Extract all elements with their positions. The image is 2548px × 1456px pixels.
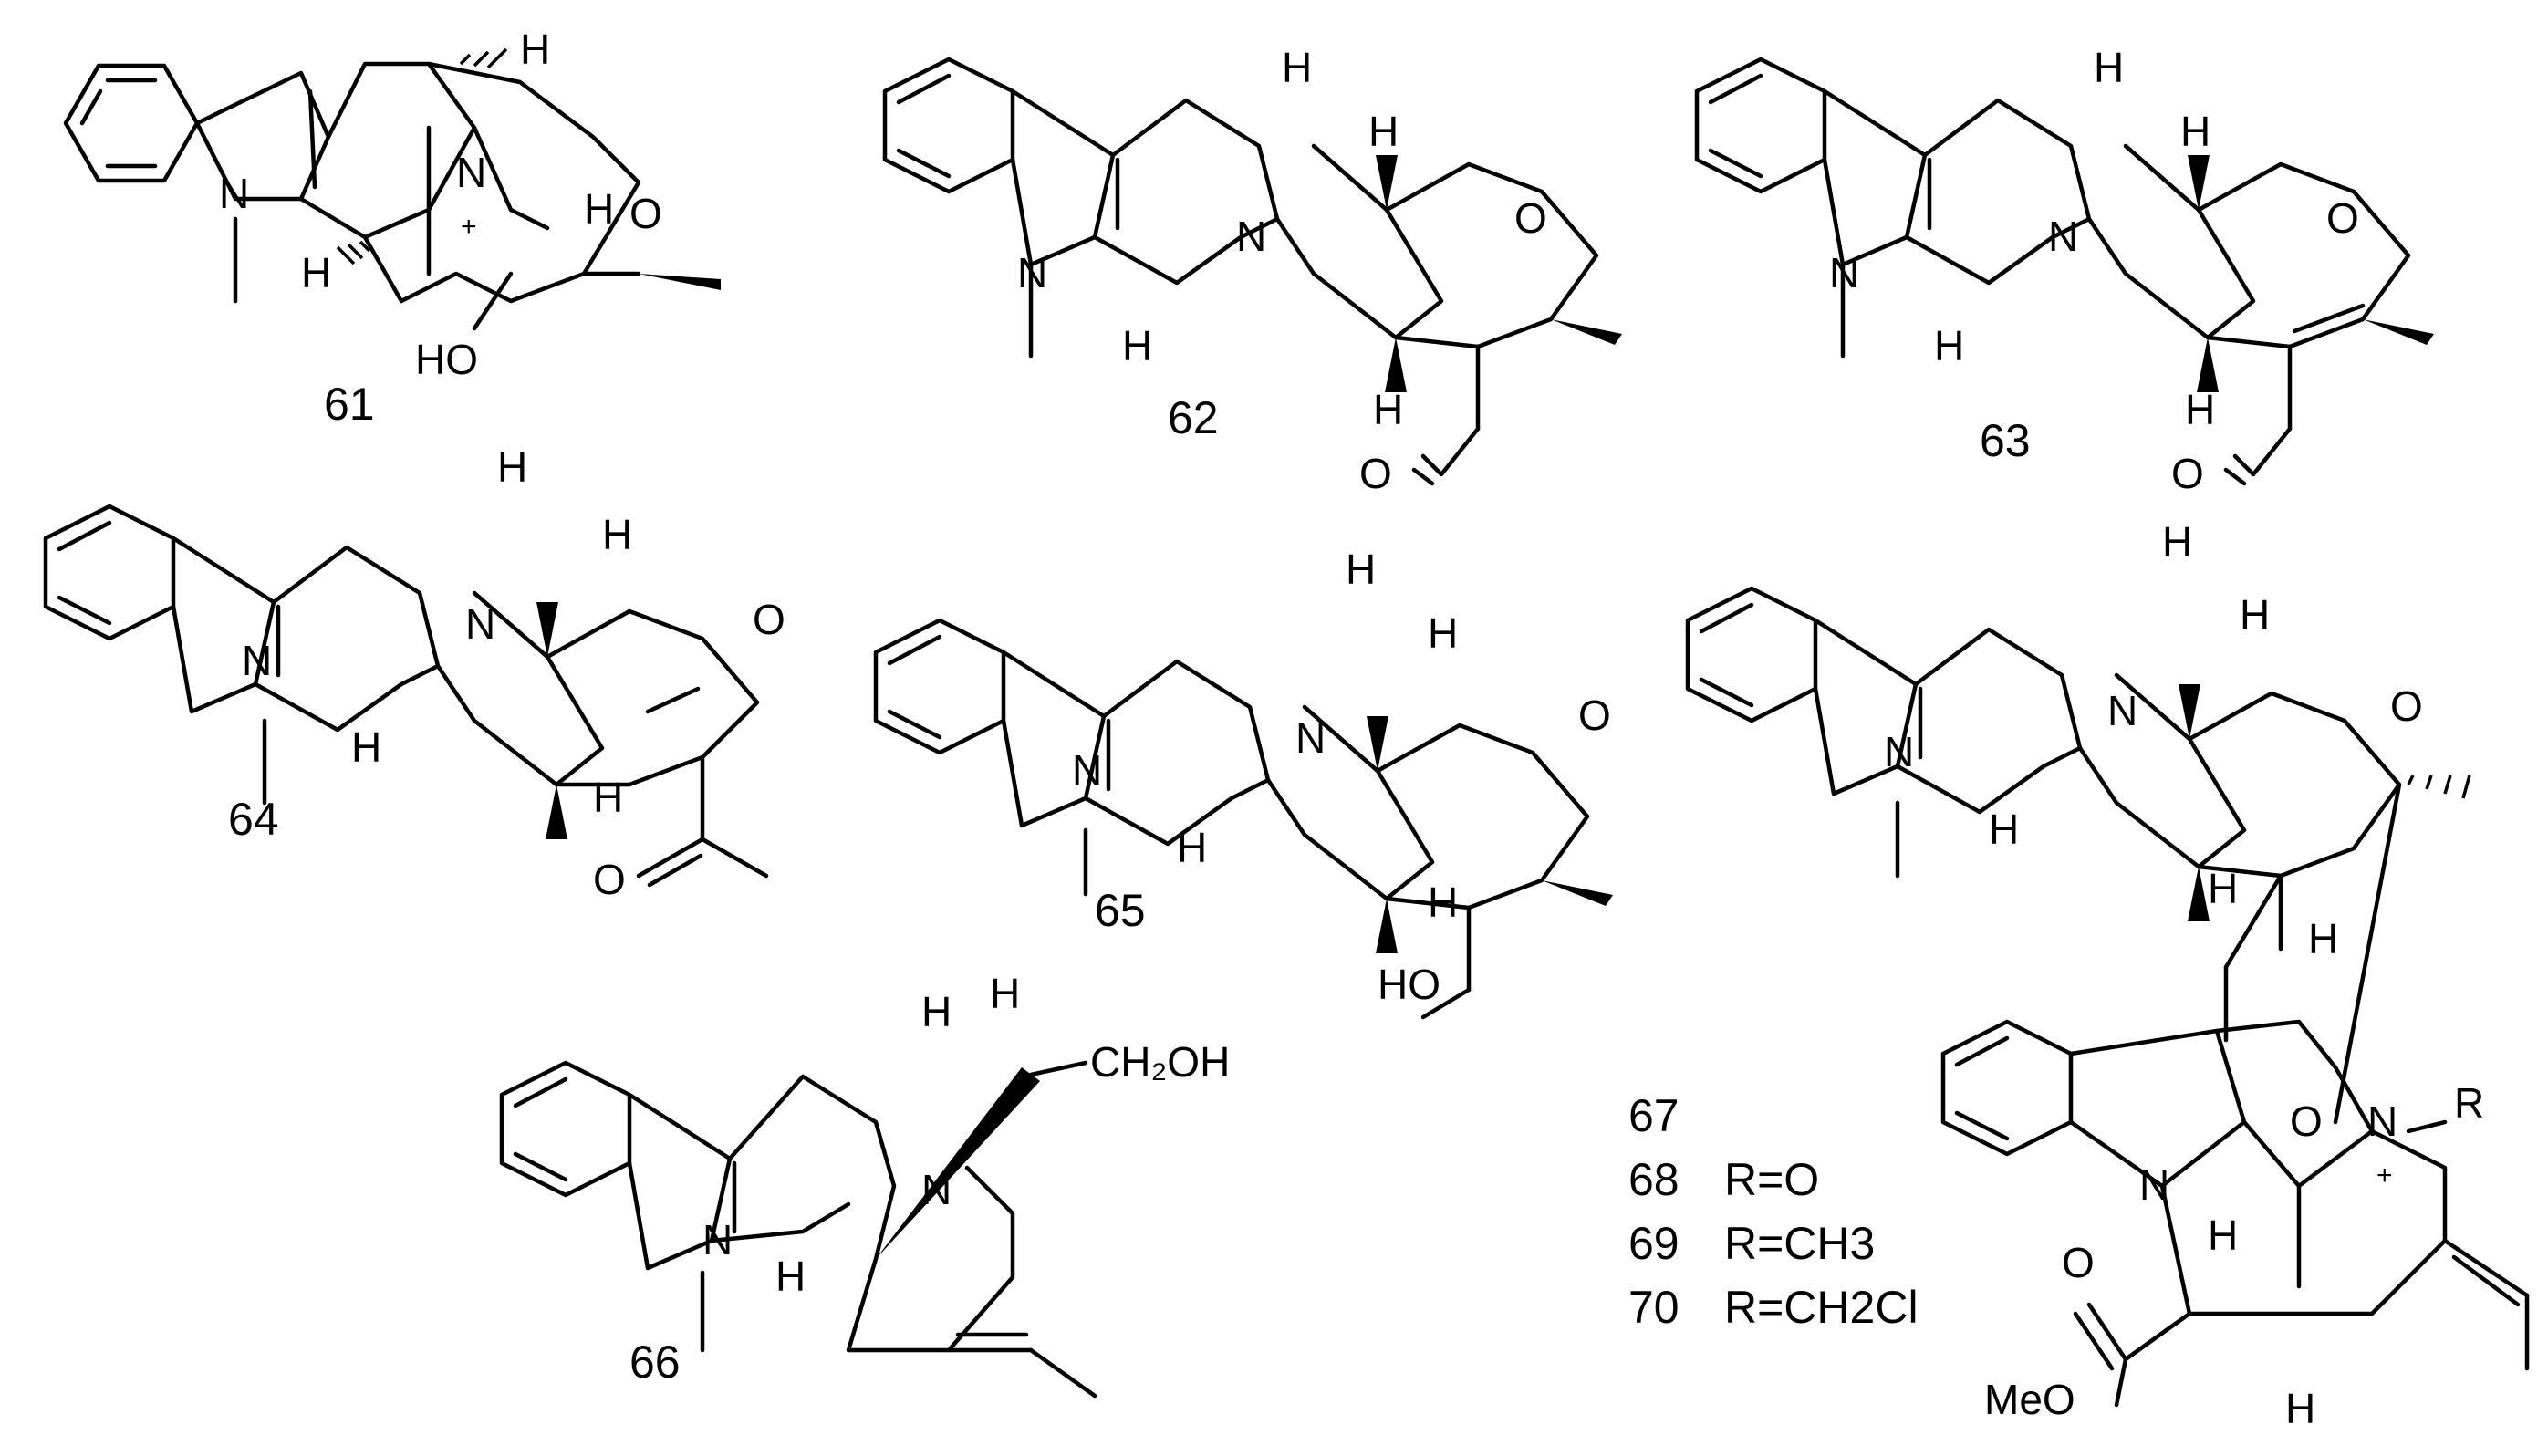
legend-sub-69: R=CH3 [1724, 1218, 1875, 1269]
atom-ho-65: HO [1378, 961, 1440, 1008]
atom-h-ring-bottom-65: H [1428, 879, 1458, 926]
legend-sub-68: R=O [1724, 1154, 1819, 1205]
atom-h-left-63: H [1934, 322, 1964, 369]
atom-h-top-dimer: H [2162, 518, 2192, 566]
atom-o-ring-62: O [1514, 194, 1547, 242]
compound-label-63: 63 [1980, 415, 2031, 466]
atom-h-ring-bottom-dimer: H [2208, 865, 2238, 912]
hash-bond-61-h2 [336, 240, 371, 265]
atom-o-ring-dimer: O [2390, 682, 2423, 730]
atom-n-bridge-66: N [921, 1166, 952, 1213]
charge-plus-61: + [461, 212, 477, 242]
hash-methyl-dimer [2407, 775, 2471, 799]
atom-n-indole-dimer: N [1884, 728, 1914, 775]
atom-h-ring-top-62: H [1368, 108, 1399, 155]
atom-o-ring-64: O [753, 596, 785, 643]
charge-plus-dimer: + [2376, 1160, 2393, 1191]
atom-n-plus-61: N [456, 149, 486, 196]
structure-64: N N O O H H H H 64 [43, 443, 785, 903]
atom-h-top-65: H [1346, 546, 1376, 593]
benzene-ring-61 [63, 63, 200, 183]
atom-h-right-61: H [584, 185, 614, 233]
atom-o-spiro-dimer: O [2290, 1097, 2323, 1145]
atom-o-aldehyde-62: O [1359, 450, 1392, 497]
atom-meo-dimer: MeO [1984, 1376, 2075, 1423]
atom-h-mid-dimer: H [2308, 915, 2338, 962]
atom-o-carbonyl-dimer: O [2062, 1239, 2095, 1286]
atom-h-left-66: H [775, 1253, 806, 1300]
atom-h-ring-bottom-62: H [1373, 386, 1403, 433]
compound-label-66: 66 [629, 1336, 681, 1388]
legend-sub-70: R=CH2Cl [1724, 1282, 1919, 1333]
atom-o-ether-61: O [629, 190, 662, 237]
atom-h-right-66: H [990, 970, 1020, 1017]
structure-62: N N O O H H H H 62 [882, 44, 1622, 497]
atom-n-indole-63: N [1829, 249, 1859, 296]
atom-h-left-dimer: H [1989, 806, 2019, 853]
atom-o-ring-63: O [2326, 194, 2359, 242]
atom-o-ketone-64: O [593, 856, 626, 903]
atom-h-top-64: H [497, 443, 527, 491]
atom-n-indole-65: N [1072, 746, 1102, 794]
atom-n-bridge-65: N [1295, 714, 1326, 762]
structure-61: N N + O H H H HO 61 [63, 26, 721, 430]
atom-h-left-61: H [301, 249, 331, 296]
atom-h-top-62: H [1282, 44, 1312, 91]
legend-num-67: 67 [1628, 1090, 1680, 1141]
compound-label-65: 65 [1095, 885, 1146, 936]
atom-h-ring-top-63: H [2180, 108, 2210, 155]
atom-h-top-66: H [921, 988, 952, 1035]
atom-h-ring-top-64: H [602, 511, 632, 558]
atom-h-top-61: H [520, 26, 550, 73]
legend-num-69: 69 [1628, 1218, 1680, 1269]
atom-h-ring-bottom-64: H [593, 774, 623, 821]
atom-h-ring-top-65: H [1428, 609, 1458, 657]
atom-n-plus-dimer: N [2367, 1097, 2397, 1145]
structure-63: N N O O H H H H 63 [1694, 44, 2434, 497]
atom-ho-61: HO [415, 336, 478, 383]
atom-n-oxindole-dimer: N [2139, 1161, 2169, 1209]
atom-ch2oh-66: CH₂OH [1090, 1038, 1230, 1086]
atom-h-left-62: H [1122, 322, 1152, 369]
compound-label-64: 64 [228, 794, 279, 845]
atom-n-indole-66: N [702, 1216, 733, 1264]
atom-h-oxindole-dimer: H [2208, 1212, 2238, 1259]
atom-o-aldehyde-63: O [2171, 450, 2204, 497]
legend-num-70: 70 [1628, 1282, 1680, 1333]
atom-n-bridge-63: N [2048, 213, 2078, 260]
atom-o-ring-65: O [1578, 692, 1611, 739]
atom-n-bridge-dimer: N [2107, 687, 2137, 734]
atom-h-ring-top-dimer: H [2240, 591, 2270, 639]
atom-h-left-65: H [1177, 824, 1207, 871]
structure-66: N N CH₂OH H H H 66 [499, 970, 1230, 1399]
compound-label-61: 61 [324, 379, 375, 430]
atom-h-left-64: H [351, 723, 381, 771]
compound-legend-67-70: 67 68 R=O 69 R=CH3 70 R=CH2Cl [1628, 1090, 1919, 1333]
atom-r-dimer: R [2454, 1079, 2484, 1127]
compound-label-62: 62 [1168, 392, 1219, 443]
hash-bond-61-h1 [459, 47, 508, 69]
structure-67-70: N N O H H H H H O N + R N H O MeO H [1685, 518, 2530, 1432]
atom-h-top-63: H [2094, 44, 2124, 91]
atom-n-bridge-64: N [465, 600, 495, 648]
atom-n-indole-61: N [219, 170, 249, 217]
atom-h-ring-bottom-63: H [2185, 386, 2215, 433]
legend-num-68: 68 [1628, 1154, 1680, 1205]
atom-n-bridge-62: N [1236, 213, 1266, 260]
atom-h-bottom-dimer: H [2285, 1385, 2315, 1432]
atom-n-indole-62: N [1017, 249, 1047, 296]
atom-n-indole-64: N [242, 637, 272, 684]
structure-65: N N O HO H H H H 65 [873, 546, 1613, 1020]
